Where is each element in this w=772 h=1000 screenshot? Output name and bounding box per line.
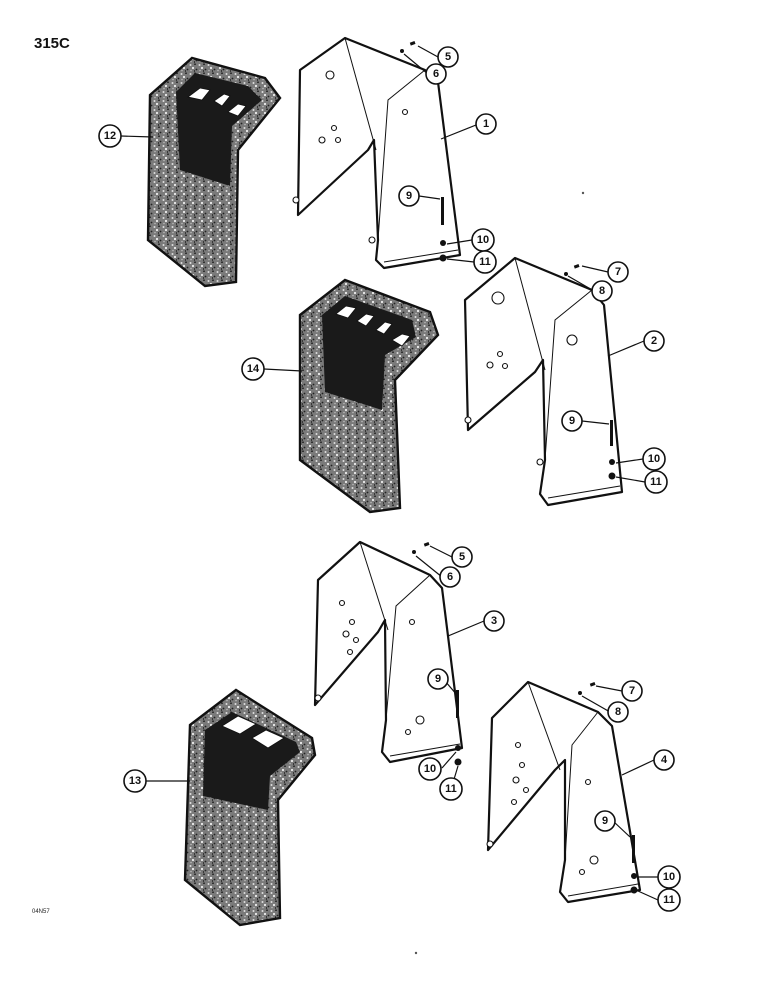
bracket-4 xyxy=(486,680,642,904)
svg-text:13: 13 xyxy=(129,775,141,787)
floor-mat-13 xyxy=(183,688,317,927)
svg-text:9: 9 xyxy=(435,673,441,685)
callout-9-bracket-3: 9 xyxy=(427,668,449,690)
svg-text:5: 5 xyxy=(445,51,451,63)
callout-10-bracket-3: 10 xyxy=(418,757,442,781)
page-code: 315C xyxy=(34,35,70,52)
svg-text:9: 9 xyxy=(569,415,575,427)
svg-text:5: 5 xyxy=(459,551,465,563)
hardware-set-3 xyxy=(412,542,462,766)
svg-text:6: 6 xyxy=(433,68,439,80)
hardware-set-4 xyxy=(578,682,638,894)
callout-6-top: 6 xyxy=(425,63,447,85)
svg-text:11: 11 xyxy=(663,894,675,906)
bracket-1 xyxy=(292,36,462,270)
svg-text:4: 4 xyxy=(661,754,668,766)
svg-text:12: 12 xyxy=(104,130,116,142)
callout-10-bracket-4: 10 xyxy=(657,865,681,889)
callout-6-bottom: 6 xyxy=(439,566,461,588)
svg-text:10: 10 xyxy=(424,763,436,775)
svg-text:11: 11 xyxy=(650,476,662,488)
svg-text:2: 2 xyxy=(651,335,657,347)
callout-2: 2 xyxy=(643,330,665,352)
svg-text:14: 14 xyxy=(247,363,260,375)
callout-3: 3 xyxy=(483,610,505,632)
callout-8-bottom: 8 xyxy=(607,701,629,723)
svg-text:8: 8 xyxy=(599,285,605,297)
callout-7-bottom: 7 xyxy=(621,680,643,702)
callout-13: 13 xyxy=(123,769,147,793)
svg-text:7: 7 xyxy=(629,685,635,697)
svg-text:8: 8 xyxy=(615,706,621,718)
hardware-set-1 xyxy=(400,41,447,262)
callout-9-bracket-1: 9 xyxy=(398,185,420,207)
floor-mat-12 xyxy=(146,56,282,288)
callout-11-bracket-4: 11 xyxy=(657,888,681,912)
callout-4: 4 xyxy=(653,749,675,771)
svg-text:9: 9 xyxy=(406,190,412,202)
svg-text:3: 3 xyxy=(491,615,497,627)
svg-text:7: 7 xyxy=(615,266,621,278)
svg-text:6: 6 xyxy=(447,571,453,583)
callout-8-top: 8 xyxy=(591,280,613,302)
callout-11-bracket-3: 11 xyxy=(439,777,463,801)
floor-mat-14 xyxy=(298,278,440,514)
hardware-set-2 xyxy=(564,264,616,480)
callout-7-top: 7 xyxy=(607,261,629,283)
callout-10-bracket-1: 10 xyxy=(471,228,495,252)
svg-text:10: 10 xyxy=(477,234,489,246)
callout-11-bracket-1: 11 xyxy=(473,250,497,274)
svg-text:10: 10 xyxy=(663,871,675,883)
svg-text:10: 10 xyxy=(648,453,660,465)
callout-12: 12 xyxy=(98,124,122,148)
bracket-2 xyxy=(463,256,624,507)
bracket-3 xyxy=(313,540,464,764)
callout-11-bracket-2: 11 xyxy=(644,470,668,494)
callout-1: 1 xyxy=(475,113,497,135)
svg-text:11: 11 xyxy=(445,783,457,795)
figure-code: 04N57 xyxy=(32,909,50,915)
svg-text:9: 9 xyxy=(602,815,608,827)
svg-text:1: 1 xyxy=(483,118,489,130)
callout-9-bracket-4: 9 xyxy=(594,810,616,832)
callout-14: 14 xyxy=(241,357,265,381)
svg-text:11: 11 xyxy=(479,256,491,268)
callout-10-bracket-2: 10 xyxy=(642,447,666,471)
callout-5-bottom: 5 xyxy=(451,546,473,568)
callout-5-top: 5 xyxy=(437,46,459,68)
callout-9-bracket-2: 9 xyxy=(561,410,583,432)
